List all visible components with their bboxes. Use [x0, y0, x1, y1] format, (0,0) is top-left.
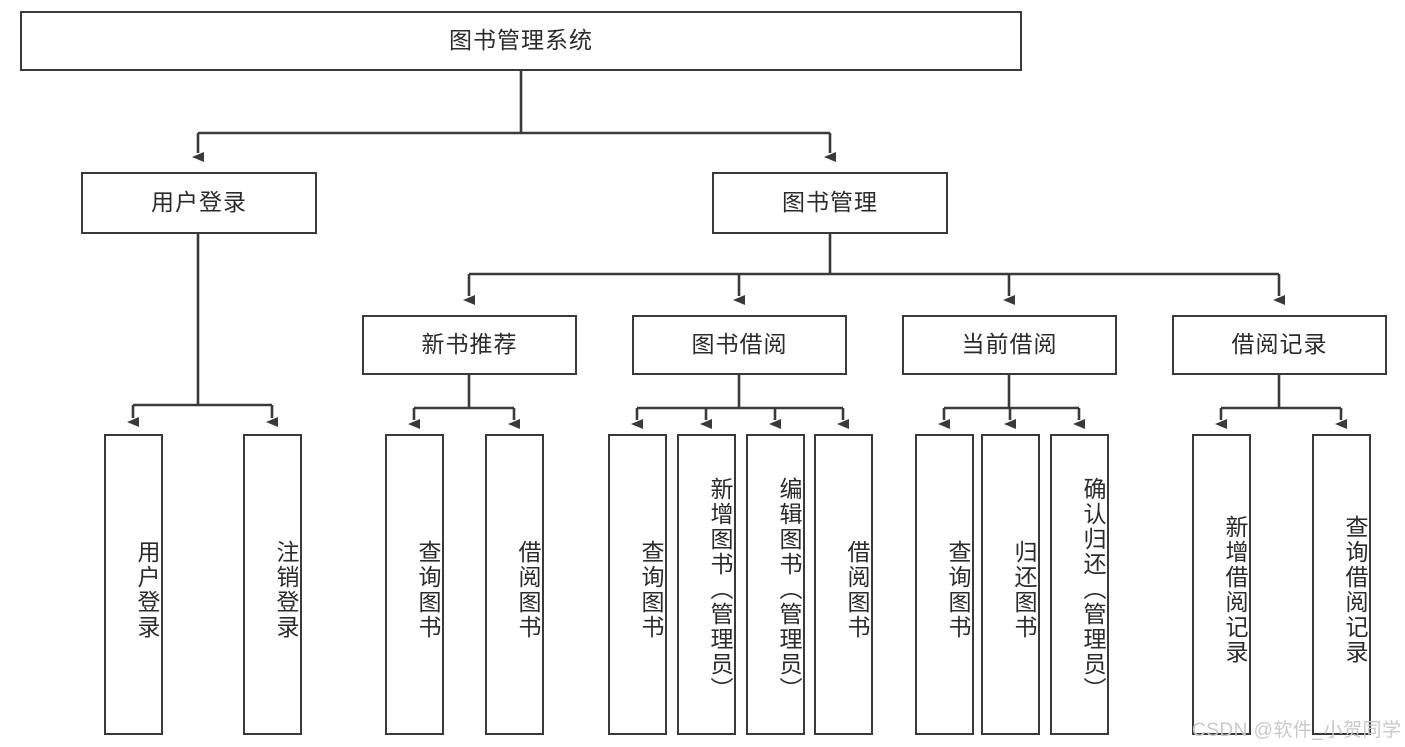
leaf-book-borrow-lend[interactable]: 借阅图书: [814, 434, 873, 735]
leaf-book-borrow-query-label: 查询图书: [638, 539, 664, 640]
leaf-current-borrow-query[interactable]: 查询图书: [915, 434, 974, 735]
node-user-login[interactable]: 用户登录: [81, 172, 317, 234]
node-borrow-record[interactable]: 借阅记录: [1172, 315, 1387, 375]
node-new-book-recommend[interactable]: 新书推荐: [362, 315, 577, 375]
node-new-book-recommend-label: 新书推荐: [421, 331, 518, 358]
leaf-user-login-signin[interactable]: 用户登录: [104, 434, 163, 735]
leaf-new-book-query[interactable]: 查询图书: [385, 434, 444, 735]
csdn-watermark: CSDN @软件_小贺同学: [1192, 720, 1402, 741]
leaf-current-borrow-return[interactable]: 归还图书: [981, 434, 1040, 735]
leaf-book-borrow-edit-label: 编辑图书（管理员）: [776, 477, 802, 702]
leaf-user-login-signout[interactable]: 注销登录: [243, 434, 302, 735]
node-current-borrow-label: 当前借阅: [961, 331, 1058, 358]
node-root-system-label: 图书管理系统: [449, 27, 593, 54]
leaf-new-book-query-label: 查询图书: [415, 539, 441, 640]
node-current-borrow[interactable]: 当前借阅: [902, 315, 1117, 375]
node-book-management[interactable]: 图书管理: [712, 172, 948, 234]
leaf-current-borrow-confirm-label: 确认归还（管理员）: [1080, 477, 1106, 702]
node-borrow-record-label: 借阅记录: [1231, 331, 1328, 358]
leaf-book-borrow-query[interactable]: 查询图书: [608, 434, 667, 735]
leaf-book-borrow-edit[interactable]: 编辑图书（管理员）: [746, 434, 805, 735]
leaf-current-borrow-return-label: 归还图书: [1011, 539, 1037, 640]
leaf-borrow-record-add-label: 新增借阅记录: [1222, 514, 1248, 665]
leaf-current-borrow-query-label: 查询图书: [945, 539, 971, 640]
leaf-book-borrow-add-label: 新增图书（管理员）: [707, 477, 733, 702]
leaf-new-book-borrow[interactable]: 借阅图书: [485, 434, 544, 735]
leaf-user-login-signin-label: 用户登录: [134, 539, 160, 640]
leaf-borrow-record-query[interactable]: 查询借阅记录: [1312, 434, 1371, 735]
leaf-borrow-record-add[interactable]: 新增借阅记录: [1192, 434, 1251, 735]
node-root-system[interactable]: 图书管理系统: [20, 11, 1022, 71]
node-user-login-label: 用户登录: [151, 189, 247, 216]
leaf-current-borrow-confirm[interactable]: 确认归还（管理员）: [1050, 434, 1109, 735]
leaf-borrow-record-query-label: 查询借阅记录: [1342, 514, 1368, 665]
node-book-borrow-label: 图书借阅: [691, 331, 788, 358]
leaf-book-borrow-add[interactable]: 新增图书（管理员）: [677, 434, 736, 735]
leaf-user-login-signout-label: 注销登录: [273, 539, 299, 640]
leaf-new-book-borrow-label: 借阅图书: [515, 539, 541, 640]
leaf-book-borrow-lend-label: 借阅图书: [844, 539, 870, 640]
node-book-borrow[interactable]: 图书借阅: [632, 315, 847, 375]
node-book-management-label: 图书管理: [782, 189, 878, 216]
